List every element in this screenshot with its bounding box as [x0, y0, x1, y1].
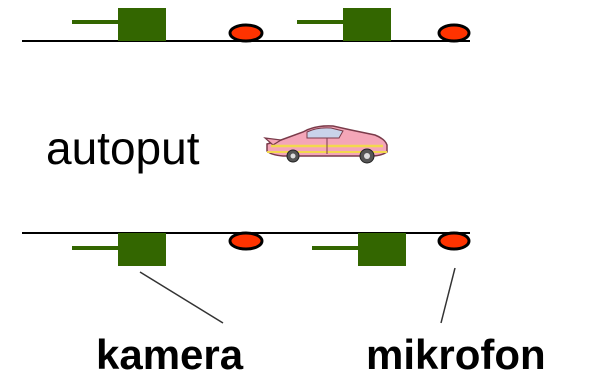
- microphone-icon: [437, 231, 471, 251]
- camera-icon: [312, 233, 406, 266]
- microphone-icon: [437, 23, 471, 43]
- camera-callout-line: [139, 271, 224, 324]
- camera-icon: [72, 8, 166, 41]
- camera-icon: [72, 233, 166, 266]
- camera-label: kamera: [96, 331, 244, 378]
- car-icon: [263, 125, 388, 164]
- microphone-callout-line: [440, 267, 456, 324]
- camera-icon: [297, 8, 391, 41]
- microphone-label: mikrofon: [366, 331, 546, 378]
- road-label: autoput: [46, 122, 200, 174]
- microphone-icon: [228, 231, 264, 251]
- microphone-icon: [228, 23, 264, 43]
